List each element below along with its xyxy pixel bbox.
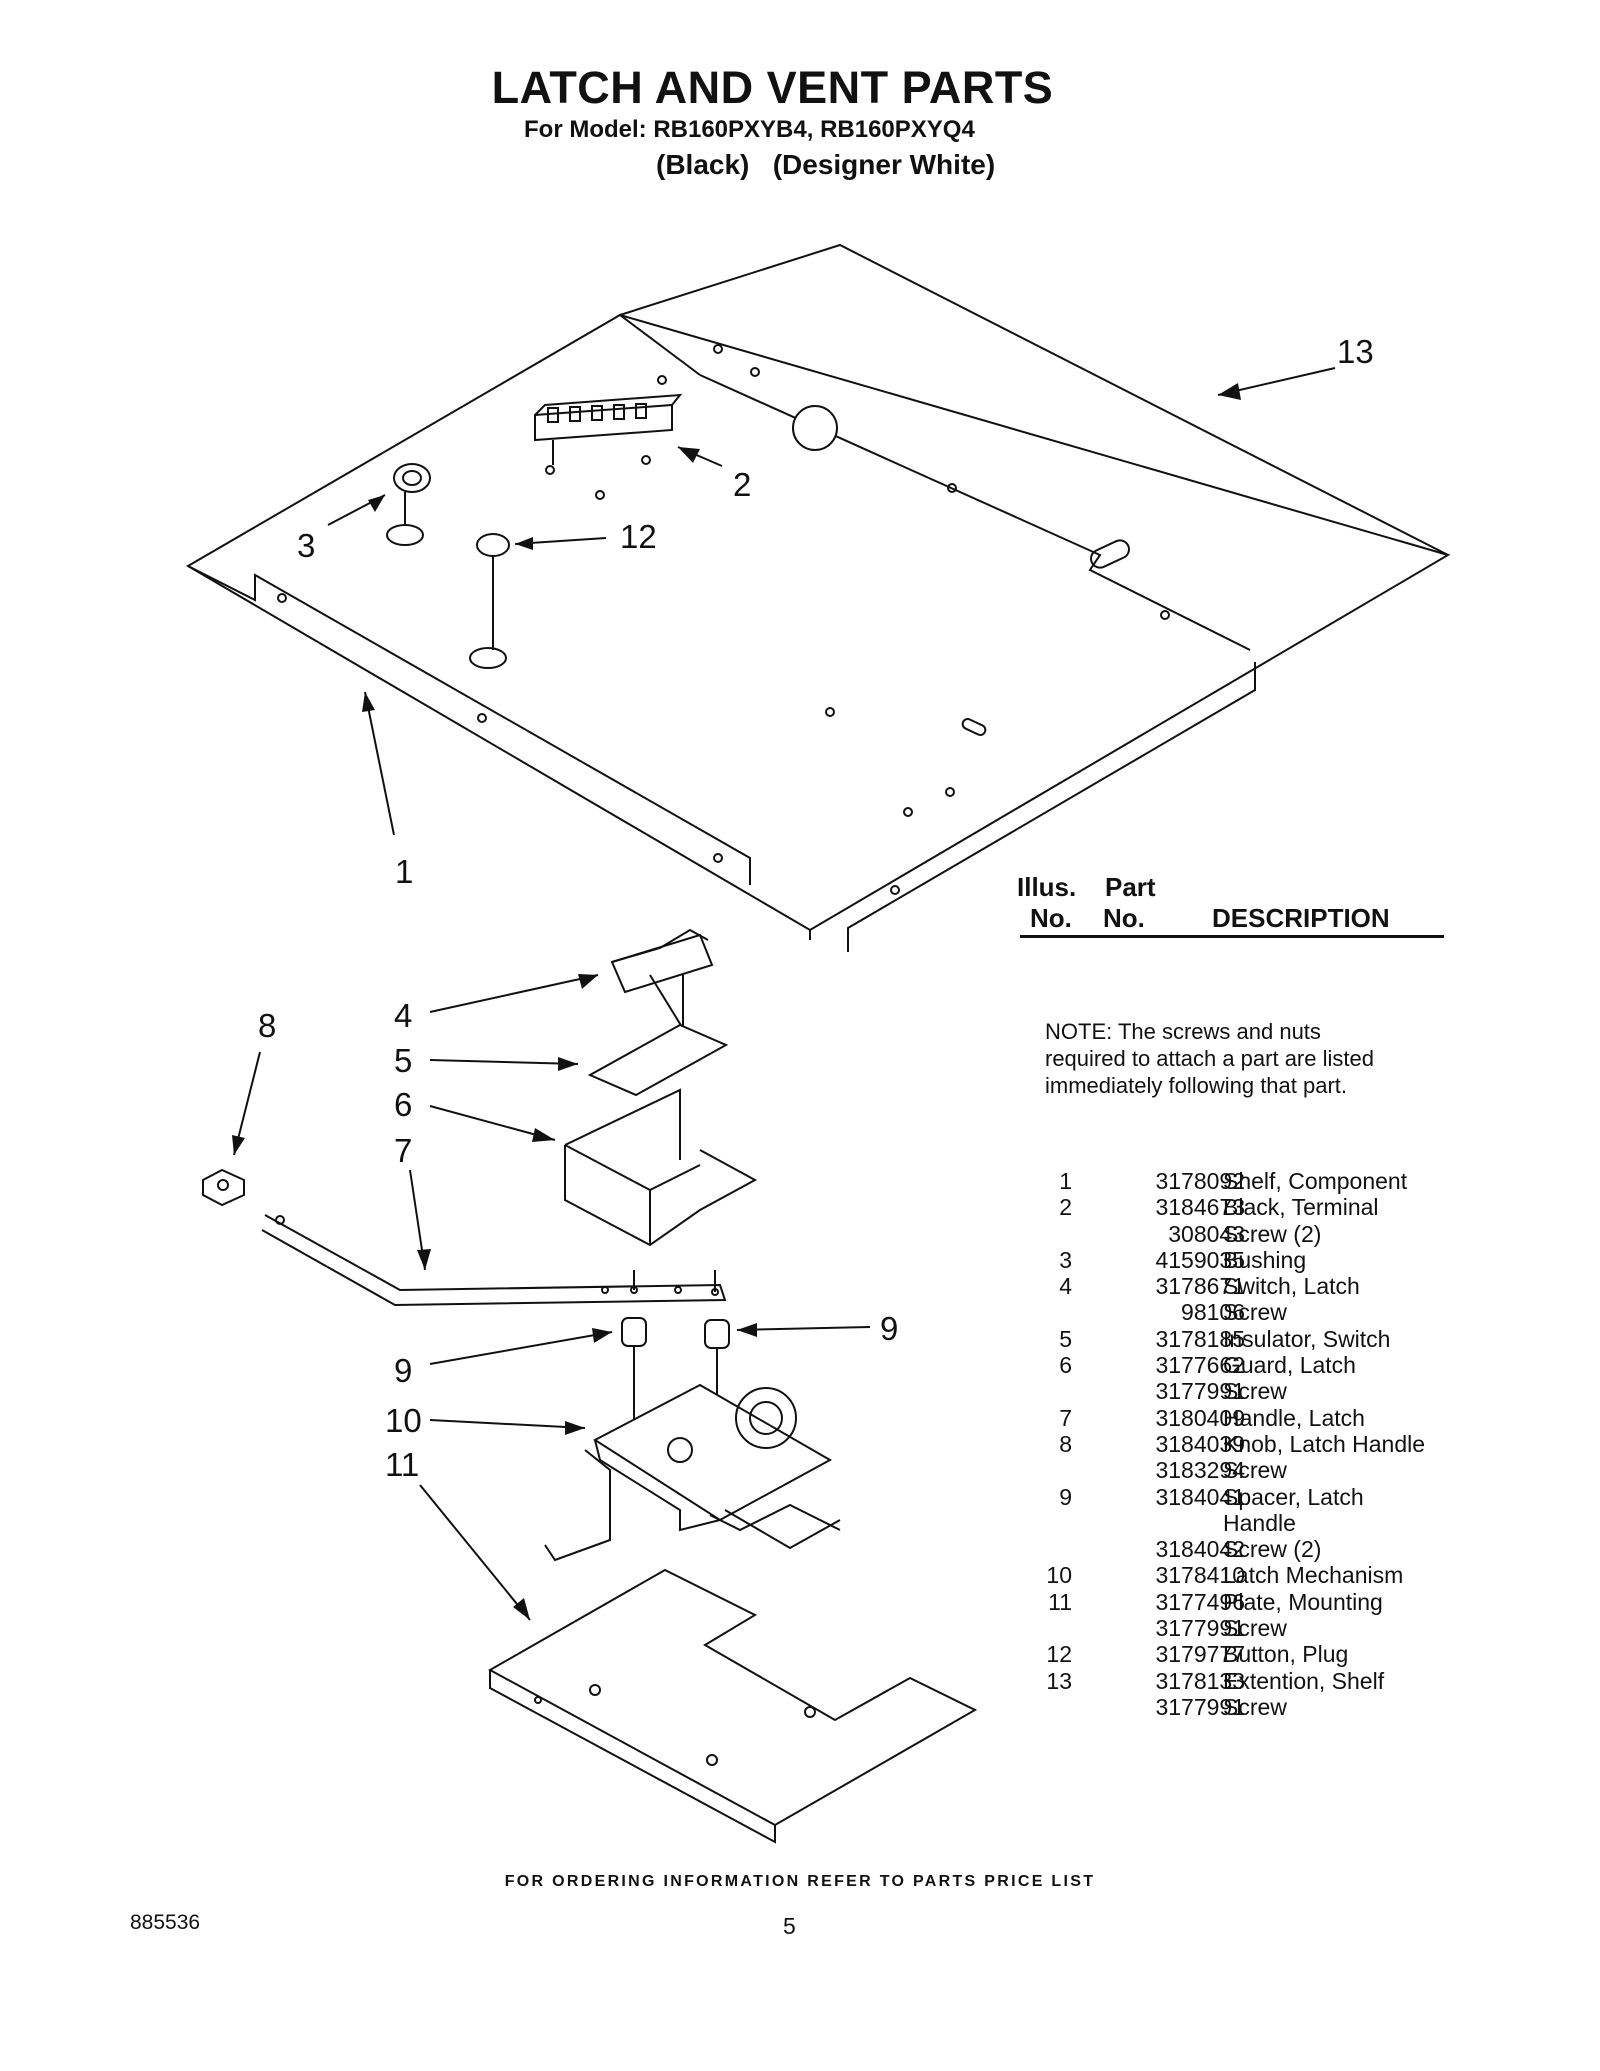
part-description: Handle <box>1223 1509 1296 1536</box>
illus-number: 10 <box>1046 1562 1072 1589</box>
callout-6: 6 <box>394 1086 413 1123</box>
part-description: Extention, Shelf <box>1223 1667 1385 1694</box>
part-description: Switch, Latch <box>1223 1273 1360 1300</box>
plug-button-drawing <box>469 533 510 669</box>
illus-number: 1 <box>1059 1168 1072 1194</box>
screws-note: NOTE: The screws and nuts required to at… <box>1045 1019 1374 1098</box>
part-description: Screw <box>1223 1615 1287 1642</box>
part-description: Black, Terminal <box>1223 1194 1379 1221</box>
illus-number: 8 <box>1059 1430 1072 1457</box>
model-line: For Model: RB160PXYB4, RB160PXYQ4 <box>524 116 975 143</box>
page-number: 5 <box>783 1913 796 1939</box>
model-variants: (Black) (Designer White) <box>656 149 996 180</box>
illus-number: 7 <box>1059 1404 1072 1431</box>
part-description: Screw <box>1223 1299 1287 1326</box>
illus-number: 12 <box>1046 1641 1072 1668</box>
part-number: 4159035 <box>1155 1246 1245 1273</box>
illus-number: 13 <box>1046 1667 1072 1694</box>
part-description: Plate, Mounting <box>1223 1588 1383 1615</box>
illus-number: 9 <box>1059 1483 1072 1510</box>
callout-1: 1 <box>395 853 414 890</box>
terminal-block-drawing <box>534 393 683 465</box>
part-description: Insulator, Switch <box>1223 1325 1391 1352</box>
part-description: Button, Plug <box>1223 1641 1349 1668</box>
callout-11: 11 <box>385 1446 420 1483</box>
part-description: Spacer, Latch <box>1223 1483 1364 1510</box>
part-number: 3177496 <box>1155 1588 1245 1615</box>
latch-handle-drawing <box>261 1214 727 1307</box>
bushing-drawing <box>386 463 431 546</box>
part-description: Screw <box>1223 1457 1287 1484</box>
knob-drawing <box>202 1168 245 1207</box>
illus-number: 11 <box>1048 1588 1072 1615</box>
part-number: 3179777 <box>1155 1641 1245 1668</box>
callout-arrowheads <box>232 383 1241 1620</box>
callout-8: 8 <box>258 1007 277 1044</box>
callout-10: 10 <box>385 1402 422 1439</box>
part-number: 308043 <box>1168 1220 1245 1247</box>
part-header-line1: Part <box>1105 872 1156 902</box>
illus-number: 2 <box>1059 1194 1072 1221</box>
latch-guard-drawing <box>564 1088 758 1247</box>
callout-4: 4 <box>394 997 413 1034</box>
part-number: 3178133 <box>1155 1667 1245 1694</box>
part-number: 3183294 <box>1155 1457 1245 1484</box>
part-number: 3180409 <box>1155 1404 1245 1431</box>
part-description: Screw (2) <box>1223 1536 1322 1563</box>
latch-switch-drawing <box>610 928 714 1050</box>
part-description: Screw (2) <box>1223 1220 1322 1247</box>
part-number: 98106 <box>1181 1299 1245 1326</box>
part-header-line2: No. <box>1103 903 1145 933</box>
callout-5: 5 <box>394 1042 413 1079</box>
part-number: 3184673 <box>1155 1194 1245 1221</box>
part-number: 3178410 <box>1155 1562 1245 1589</box>
description-header: DESCRIPTION <box>1212 903 1390 933</box>
part-number: 3184041 <box>1155 1483 1245 1510</box>
part-description: Handle, Latch <box>1223 1404 1365 1431</box>
table-header-rule <box>1020 935 1444 938</box>
ordering-footer: FOR ORDERING INFORMATION REFER TO PARTS … <box>504 1873 1096 1890</box>
part-number: 3177991 <box>1155 1693 1245 1720</box>
illus-number: 6 <box>1059 1352 1072 1379</box>
callout-2: 2 <box>733 466 752 503</box>
shelf-drawing <box>186 243 1451 952</box>
callout-13: 13 <box>1337 333 1374 370</box>
document-number: 885536 <box>130 1911 201 1934</box>
illus-number: 5 <box>1059 1325 1072 1352</box>
part-description: Bushing <box>1223 1246 1307 1273</box>
callout-12: 12 <box>620 518 657 555</box>
latch-mechanism-drawing <box>544 1383 841 1562</box>
illus-number: 4 <box>1059 1273 1072 1300</box>
part-number: 3177991 <box>1155 1378 1245 1405</box>
page-title: LATCH AND VENT PARTS <box>491 62 1054 113</box>
part-description: Shelf, Component <box>1223 1168 1408 1194</box>
part-number: 3184042 <box>1155 1536 1245 1563</box>
part-number: 3184039 <box>1155 1430 1245 1457</box>
part-number: 3177662 <box>1155 1352 1245 1379</box>
part-number: 3178092 <box>1155 1168 1245 1194</box>
callout-7: 7 <box>394 1132 413 1169</box>
part-number: 3177991 <box>1155 1615 1245 1642</box>
part-number: 3178185 <box>1155 1325 1245 1352</box>
part-description: Guard, Latch <box>1223 1352 1356 1379</box>
part-description: Latch Mechanism <box>1223 1562 1404 1589</box>
illus-header-line2: No. <box>1030 903 1072 933</box>
part-number: 3178671 <box>1155 1273 1245 1300</box>
illus-number: 3 <box>1059 1246 1072 1273</box>
callout-9-right: 9 <box>880 1310 899 1347</box>
mounting-plate-drawing <box>487 1568 978 1844</box>
switch-insulator-drawing <box>587 1023 729 1097</box>
illus-header-line1: Illus. <box>1017 872 1077 902</box>
callout-3: 3 <box>297 527 316 564</box>
part-description: Screw <box>1223 1693 1287 1720</box>
part-description: Screw <box>1223 1378 1287 1405</box>
callout-9-left: 9 <box>394 1352 413 1389</box>
part-description: Knob, Latch Handle <box>1223 1430 1426 1457</box>
